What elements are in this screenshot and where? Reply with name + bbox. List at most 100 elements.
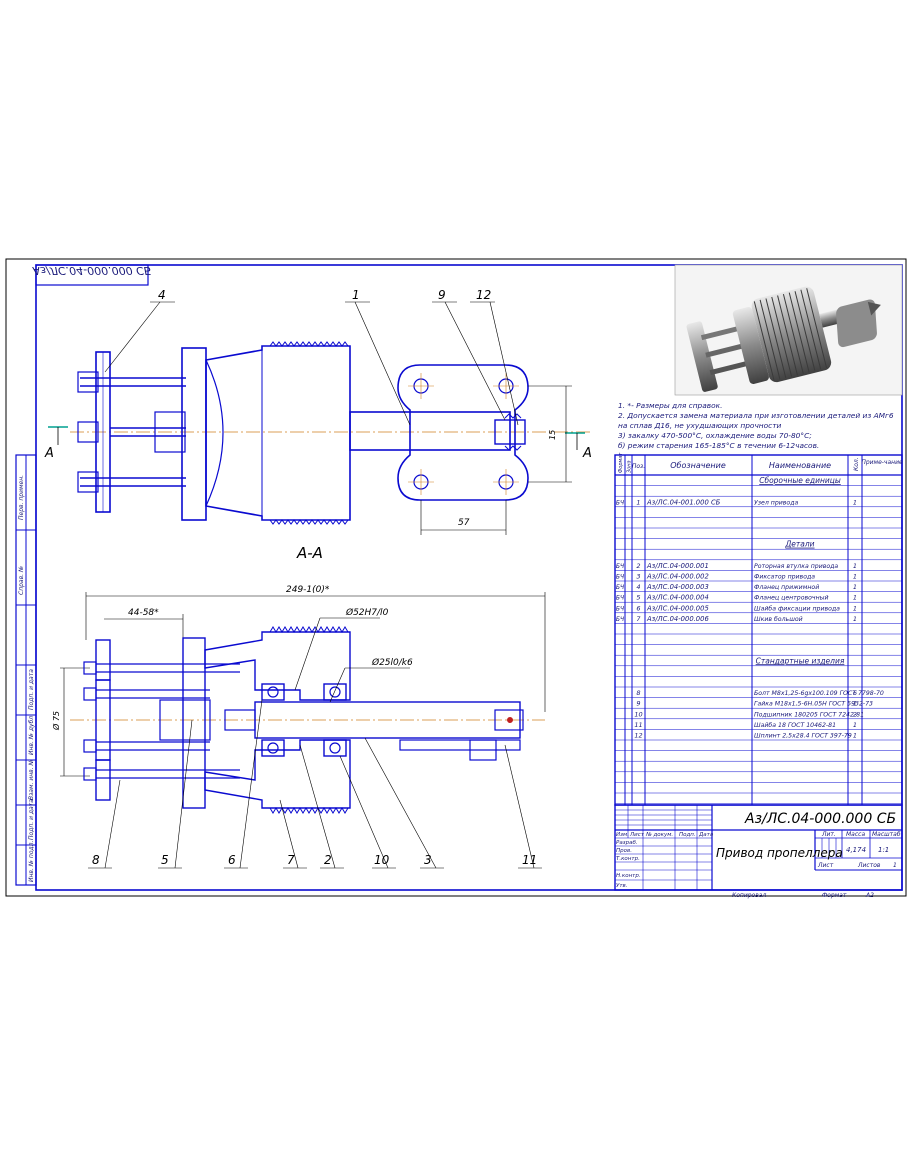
tb-drawing-code: Аз/ЛС.04-000.000 СБ: [744, 811, 896, 827]
spec-part-1-qty: 1: [853, 573, 857, 581]
tb-role-approve: Утв.: [616, 883, 628, 889]
spec-part-2-fmt: БЧ: [616, 584, 624, 591]
section-view: 249-1(0)* 44-58* Ø 75: [51, 585, 546, 869]
spec-part-3-fmt: БЧ: [616, 595, 624, 602]
spec-part-3-code: Аз/ЛС.04-000.004: [646, 594, 709, 602]
spec-standard-1-pos: 9: [636, 700, 640, 708]
dimension-44-58: 44-58*: [104, 608, 184, 640]
tb-scale-value: 1:1: [878, 846, 889, 854]
spec-part-1-fmt: БЧ: [616, 574, 624, 581]
note-1: 1. *- Размеры для справок.: [618, 401, 722, 410]
callout-5: 5: [161, 853, 169, 867]
tb-sheets-value: 1: [893, 862, 897, 869]
spec-standard-0-name: Болт М8х1,25-6gх100.109 ГОСТ 7798-70: [754, 690, 884, 697]
footer-format-label: Формат: [822, 892, 847, 899]
section-mark-left: А: [44, 426, 68, 461]
stamp-dup-inv: Инв. № дубл.: [28, 714, 35, 755]
spec-standard-3-pos: 11: [634, 721, 642, 729]
spec-part-0-qty: 1: [853, 562, 857, 570]
spec-header-code: Обозначение: [670, 461, 726, 470]
spec-part-0-code: Аз/ЛС.04-000.001: [646, 562, 709, 570]
spec-header-1: Зона: [627, 460, 633, 473]
note-5: б) режим старения 165-185°С в течении 6-…: [618, 441, 819, 450]
spec-header-qty: Кол.: [853, 457, 860, 471]
callout-4: 4: [158, 288, 166, 302]
spec-header-note: Приме-чание: [861, 459, 903, 466]
tb-scale-label: Масштаб: [872, 831, 901, 838]
callout-8: 8: [92, 853, 100, 867]
tb-sheet-label: Лист: [817, 862, 834, 869]
section-title: А-А: [296, 544, 323, 562]
stamp-sign-date-1: Подп. и дата: [28, 669, 35, 710]
callout-10: 10: [374, 853, 390, 867]
callout-9: 9: [438, 288, 446, 302]
bearings: [261, 683, 347, 757]
tb-col-change: Изм.: [616, 832, 629, 838]
spec-header-0: Формат: [618, 452, 624, 473]
tb-col-date: Дата: [698, 832, 714, 838]
callout-11: 11: [522, 853, 537, 867]
fit-dimension-25: Ø25l0/k6: [329, 657, 413, 703]
side-stamp-column: Перв. примен. Справ. № Подп. и дата Инв.…: [15, 454, 37, 886]
svg-text:Ø25l0/k6: Ø25l0/k6: [371, 657, 413, 668]
spec-standard-3-qty: 1: [853, 721, 857, 729]
note-2: 2. Допускается замена материала при изго…: [618, 411, 894, 420]
top-callouts: [104, 301, 519, 426]
tb-col-docno: № докум.: [645, 832, 673, 838]
spec-standard-4-qty: 1: [853, 732, 857, 740]
spec-section-assemblies: Сборочные единицы: [759, 476, 841, 485]
tb-sheets-label: Листов: [857, 862, 881, 869]
callout-3: 3: [424, 853, 432, 867]
spec-standard-4-name: Шплинт 2,5х28.4 ГОСТ 397-79: [754, 733, 852, 740]
spec-part-1-code: Аз/ЛС.04-000.002: [646, 573, 709, 581]
spec-part-3-qty: 1: [853, 594, 857, 602]
bottom-callout-leaders: [88, 699, 542, 869]
fit-dimension-52: Ø52H7/l0: [294, 607, 389, 691]
note-3: на сплав Д16, не ухудшающих прочности: [618, 421, 782, 430]
stamp-sign-date-2: Подп. и дата: [28, 799, 35, 840]
spec-header-name: Наименование: [769, 461, 831, 470]
callout-2: 2: [324, 853, 332, 867]
spec-part-4-name: Шайба фиксации привода: [754, 604, 840, 612]
dimension-57: 57: [420, 500, 507, 535]
svg-text:44-58*: 44-58*: [128, 608, 159, 618]
dimension-length: 249-1(0)*: [85, 585, 546, 712]
spec-part-5-name: Шкив большой: [754, 615, 803, 623]
spec-standard-2-qty: 2: [853, 710, 857, 718]
spec-standard-1-qty: 1: [853, 700, 857, 708]
footer-copied: Копировал: [732, 892, 766, 899]
tb-role-dev: Разраб.: [616, 840, 638, 846]
spec-assembly-0-name: Узел привода: [754, 499, 798, 506]
svg-text:249-1(0)*: 249-1(0)*: [286, 585, 330, 595]
tb-role-check: Пров.: [616, 848, 632, 854]
spec-standard-0-pos: 8: [636, 689, 640, 697]
mirrored-code-text: Аз/ЛС.04-000.000 СБ: [32, 264, 152, 277]
title-block: Изм. Лист № докум. Подп. Дата Разраб. Пр…: [614, 804, 903, 891]
spec-standard-2-pos: 10: [634, 710, 642, 718]
section-mark-right: А: [565, 432, 592, 461]
spec-part-4-qty: 1: [853, 604, 857, 612]
spec-standard-3-name: Шайба 18 ГОСТ 10462-81: [754, 721, 836, 729]
spec-standard-4-pos: 12: [634, 732, 642, 740]
spec-section-parts: Детали: [784, 540, 814, 549]
stamp-ref-no: Справ. №: [18, 566, 25, 595]
tb-role-ncontrol: Н.контр.: [616, 873, 641, 879]
spec-part-2-pos: 4: [636, 583, 640, 591]
svg-text:Ø 75: Ø 75: [51, 711, 61, 731]
spec-assembly-0-pos: 1: [636, 498, 640, 506]
spec-part-5-code: Аз/ЛС.04-000.006: [646, 615, 709, 623]
technical-notes: 1. *- Размеры для справок. 2. Допускаетс…: [618, 401, 894, 450]
callout-6: 6: [228, 853, 236, 867]
spec-part-4-pos: 6: [636, 604, 640, 612]
spec-part-5-pos: 7: [636, 615, 641, 623]
tb-role-tcontrol: Т.контр.: [616, 856, 640, 862]
spec-assembly-0-fmt: БЧ: [616, 499, 624, 506]
mirrored-designation: Аз/ЛС.04-000.000 СБ: [32, 264, 152, 286]
spec-standard-2-name: Подшипник 180205 ГОСТ 7242-81: [754, 711, 864, 718]
spec-part-2-qty: 1: [853, 583, 857, 591]
footer-format-value: A2: [865, 892, 874, 899]
spec-part-1-pos: 3: [636, 573, 640, 581]
callout-12: 12: [476, 288, 491, 302]
